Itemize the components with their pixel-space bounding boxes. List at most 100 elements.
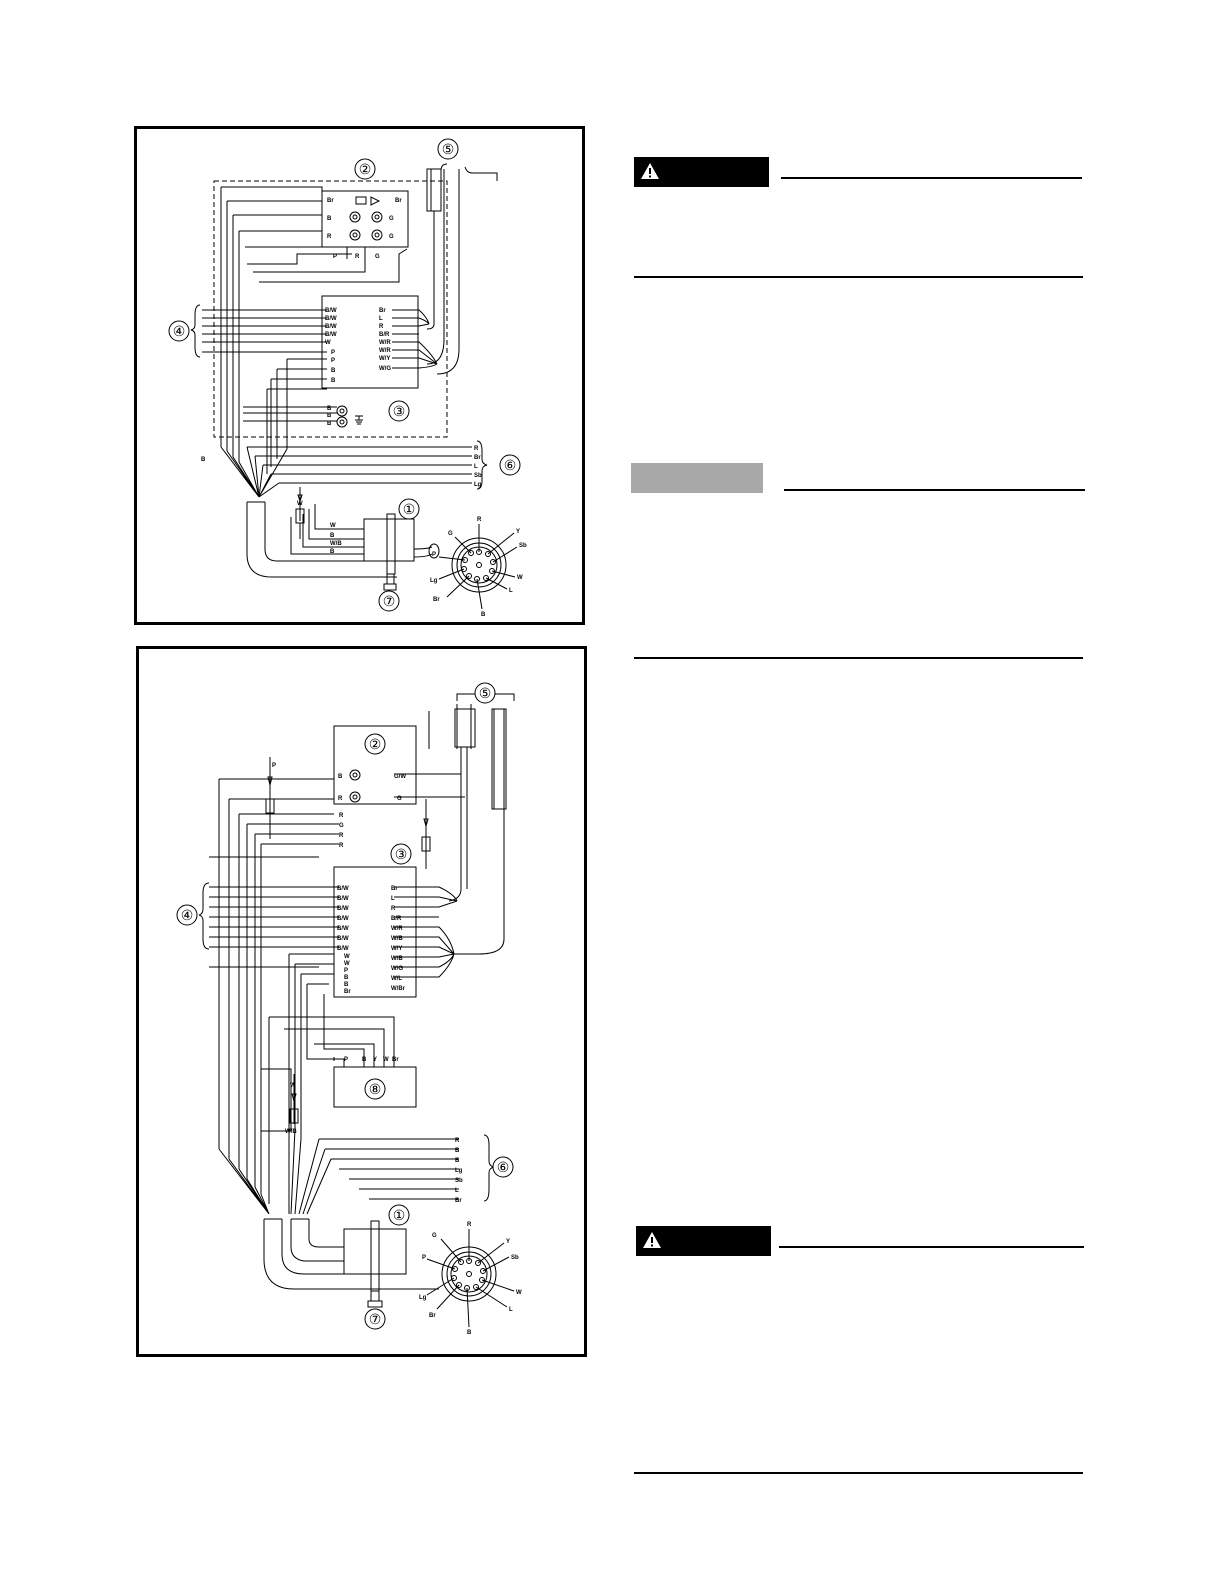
svg-text:B/W: B/W <box>325 308 337 314</box>
warning-label-box <box>634 157 769 187</box>
svg-text:W/Y: W/Y <box>391 946 402 952</box>
svg-text:B/W: B/W <box>337 896 349 902</box>
svg-text:W/R: W/R <box>379 340 391 346</box>
svg-text:P: P <box>344 968 348 974</box>
svg-text:⑤: ⑤ <box>442 141 455 157</box>
svg-text:B: B <box>455 1158 460 1164</box>
svg-text:L: L <box>474 464 478 470</box>
svg-text:R: R <box>474 446 479 452</box>
svg-text:Br: Br <box>455 1198 462 1204</box>
svg-text:Sb: Sb <box>474 473 482 479</box>
svg-text:P: P <box>272 763 276 769</box>
svg-text:W/Y: W/Y <box>379 356 390 362</box>
svg-text:Br: Br <box>429 1313 436 1319</box>
svg-text:B/W: B/W <box>325 324 337 330</box>
callout-7: ⑦ <box>378 590 400 612</box>
svg-text:⑥: ⑥ <box>497 1159 510 1175</box>
svg-text:R: R <box>355 254 360 260</box>
svg-text:P: P <box>331 358 335 364</box>
svg-text:W/B: W/B <box>285 1129 297 1135</box>
svg-text:B: B <box>330 549 335 555</box>
svg-text:L: L <box>391 896 395 902</box>
svg-text:Sb: Sb <box>511 1255 519 1261</box>
svg-text:W: W <box>325 340 331 346</box>
svg-text:B: B <box>481 612 486 618</box>
wiring-diagram-bottom-svg: ① ② ③ ④ ⑤ ⑥ ⑦ ⑧ B R G/W G R G R R P B/W … <box>176 682 522 1336</box>
svg-text:W: W <box>290 1083 296 1089</box>
svg-text:B/W: B/W <box>337 916 349 922</box>
svg-text:④: ④ <box>173 323 186 339</box>
callout-2: ② <box>354 158 376 180</box>
callout-7: ⑦ <box>364 1308 386 1330</box>
svg-text:B: B <box>344 975 349 981</box>
svg-text:④: ④ <box>181 907 194 923</box>
callout-8: ⑧ <box>364 1078 386 1100</box>
svg-text:R: R <box>467 1222 472 1228</box>
top-connector-labels: R Y Sb W L B Br Lg P G <box>430 517 527 618</box>
callout-6: ⑥ <box>492 1156 514 1178</box>
svg-text:B: B <box>331 368 336 374</box>
svg-text:W: W <box>383 1057 389 1063</box>
svg-text:R: R <box>339 813 344 819</box>
svg-text:Br: Br <box>392 1057 399 1063</box>
svg-text:Br: Br <box>391 886 398 892</box>
svg-text:L: L <box>455 1188 459 1194</box>
svg-text:②: ② <box>359 161 372 177</box>
svg-text:W/L: W/L <box>391 976 402 982</box>
warning-end-rule <box>634 276 1083 278</box>
wiring-diagram-top-svg: ① ② ③ ④ ⑤ ⑥ ⑦ Br B R Br G G P R G B/W B/… <box>168 138 527 618</box>
svg-text:L: L <box>379 316 383 322</box>
svg-text:B: B <box>338 774 343 780</box>
svg-text:B/W: B/W <box>325 332 337 338</box>
warning-triangle-icon <box>643 1232 661 1248</box>
svg-text:Lg: Lg <box>474 482 482 488</box>
callout-2: ② <box>364 733 386 755</box>
svg-text:R: R <box>338 796 343 802</box>
svg-text:Br: Br <box>395 198 402 204</box>
callout-6: ⑥ <box>499 454 521 476</box>
svg-text:R: R <box>391 906 396 912</box>
warning-triangle-icon <box>641 163 659 179</box>
svg-text:②: ② <box>369 736 382 752</box>
svg-text:③: ③ <box>395 846 408 862</box>
svg-text:L: L <box>509 1307 513 1313</box>
callout-5: ⑤ <box>474 682 496 704</box>
svg-text:Br: Br <box>344 989 351 995</box>
svg-text:B/W: B/W <box>325 316 337 322</box>
warning-heading-rule <box>781 177 1082 179</box>
callout-4: ④ <box>168 320 190 342</box>
callout-4: ④ <box>176 904 198 926</box>
svg-text:R: R <box>339 843 344 849</box>
bottom-callouts: ① ② ③ ④ ⑤ ⑥ ⑦ ⑧ <box>176 682 514 1330</box>
note-heading-rule <box>784 489 1085 491</box>
svg-text:G: G <box>389 216 394 222</box>
svg-text:B/W: B/W <box>337 906 349 912</box>
bottom-box3-labels: B/W B/W B/W B/W B/W B/W B/W W W P B B Br… <box>337 886 406 995</box>
note-end-rule <box>634 657 1083 659</box>
svg-text:③: ③ <box>393 403 406 419</box>
svg-text:B: B <box>327 421 332 427</box>
svg-text:B: B <box>330 533 335 539</box>
svg-text:B: B <box>455 1148 460 1154</box>
svg-text:B: B <box>327 216 332 222</box>
warning-label-box-2 <box>636 1226 771 1256</box>
svg-text:W/R: W/R <box>391 926 403 932</box>
svg-text:W: W <box>330 523 336 529</box>
svg-text:B: B <box>344 982 349 988</box>
svg-text:⑥: ⑥ <box>504 457 517 473</box>
top-ground-labels: B B B B <box>201 406 332 463</box>
svg-text:Lg: Lg <box>430 578 438 584</box>
svg-text:⑦: ⑦ <box>383 593 396 609</box>
svg-text:Br: Br <box>327 198 334 204</box>
svg-text:G: G <box>389 234 394 240</box>
svg-text:B: B <box>201 457 206 463</box>
svg-text:P: P <box>432 552 436 558</box>
wiring-diagram-top: ① ② ③ ④ ⑤ ⑥ ⑦ Br B R Br G G P R G B/W B/… <box>134 126 585 625</box>
svg-text:W/B: W/B <box>391 936 403 942</box>
svg-text:G: G <box>375 254 380 260</box>
warning-heading-rule-2 <box>779 1246 1084 1248</box>
svg-text:P: P <box>331 350 335 356</box>
svg-text:P: P <box>333 254 337 260</box>
top-callouts: ① ② ③ ④ ⑤ ⑥ ⑦ <box>168 138 521 612</box>
svg-text:R: R <box>477 517 482 523</box>
